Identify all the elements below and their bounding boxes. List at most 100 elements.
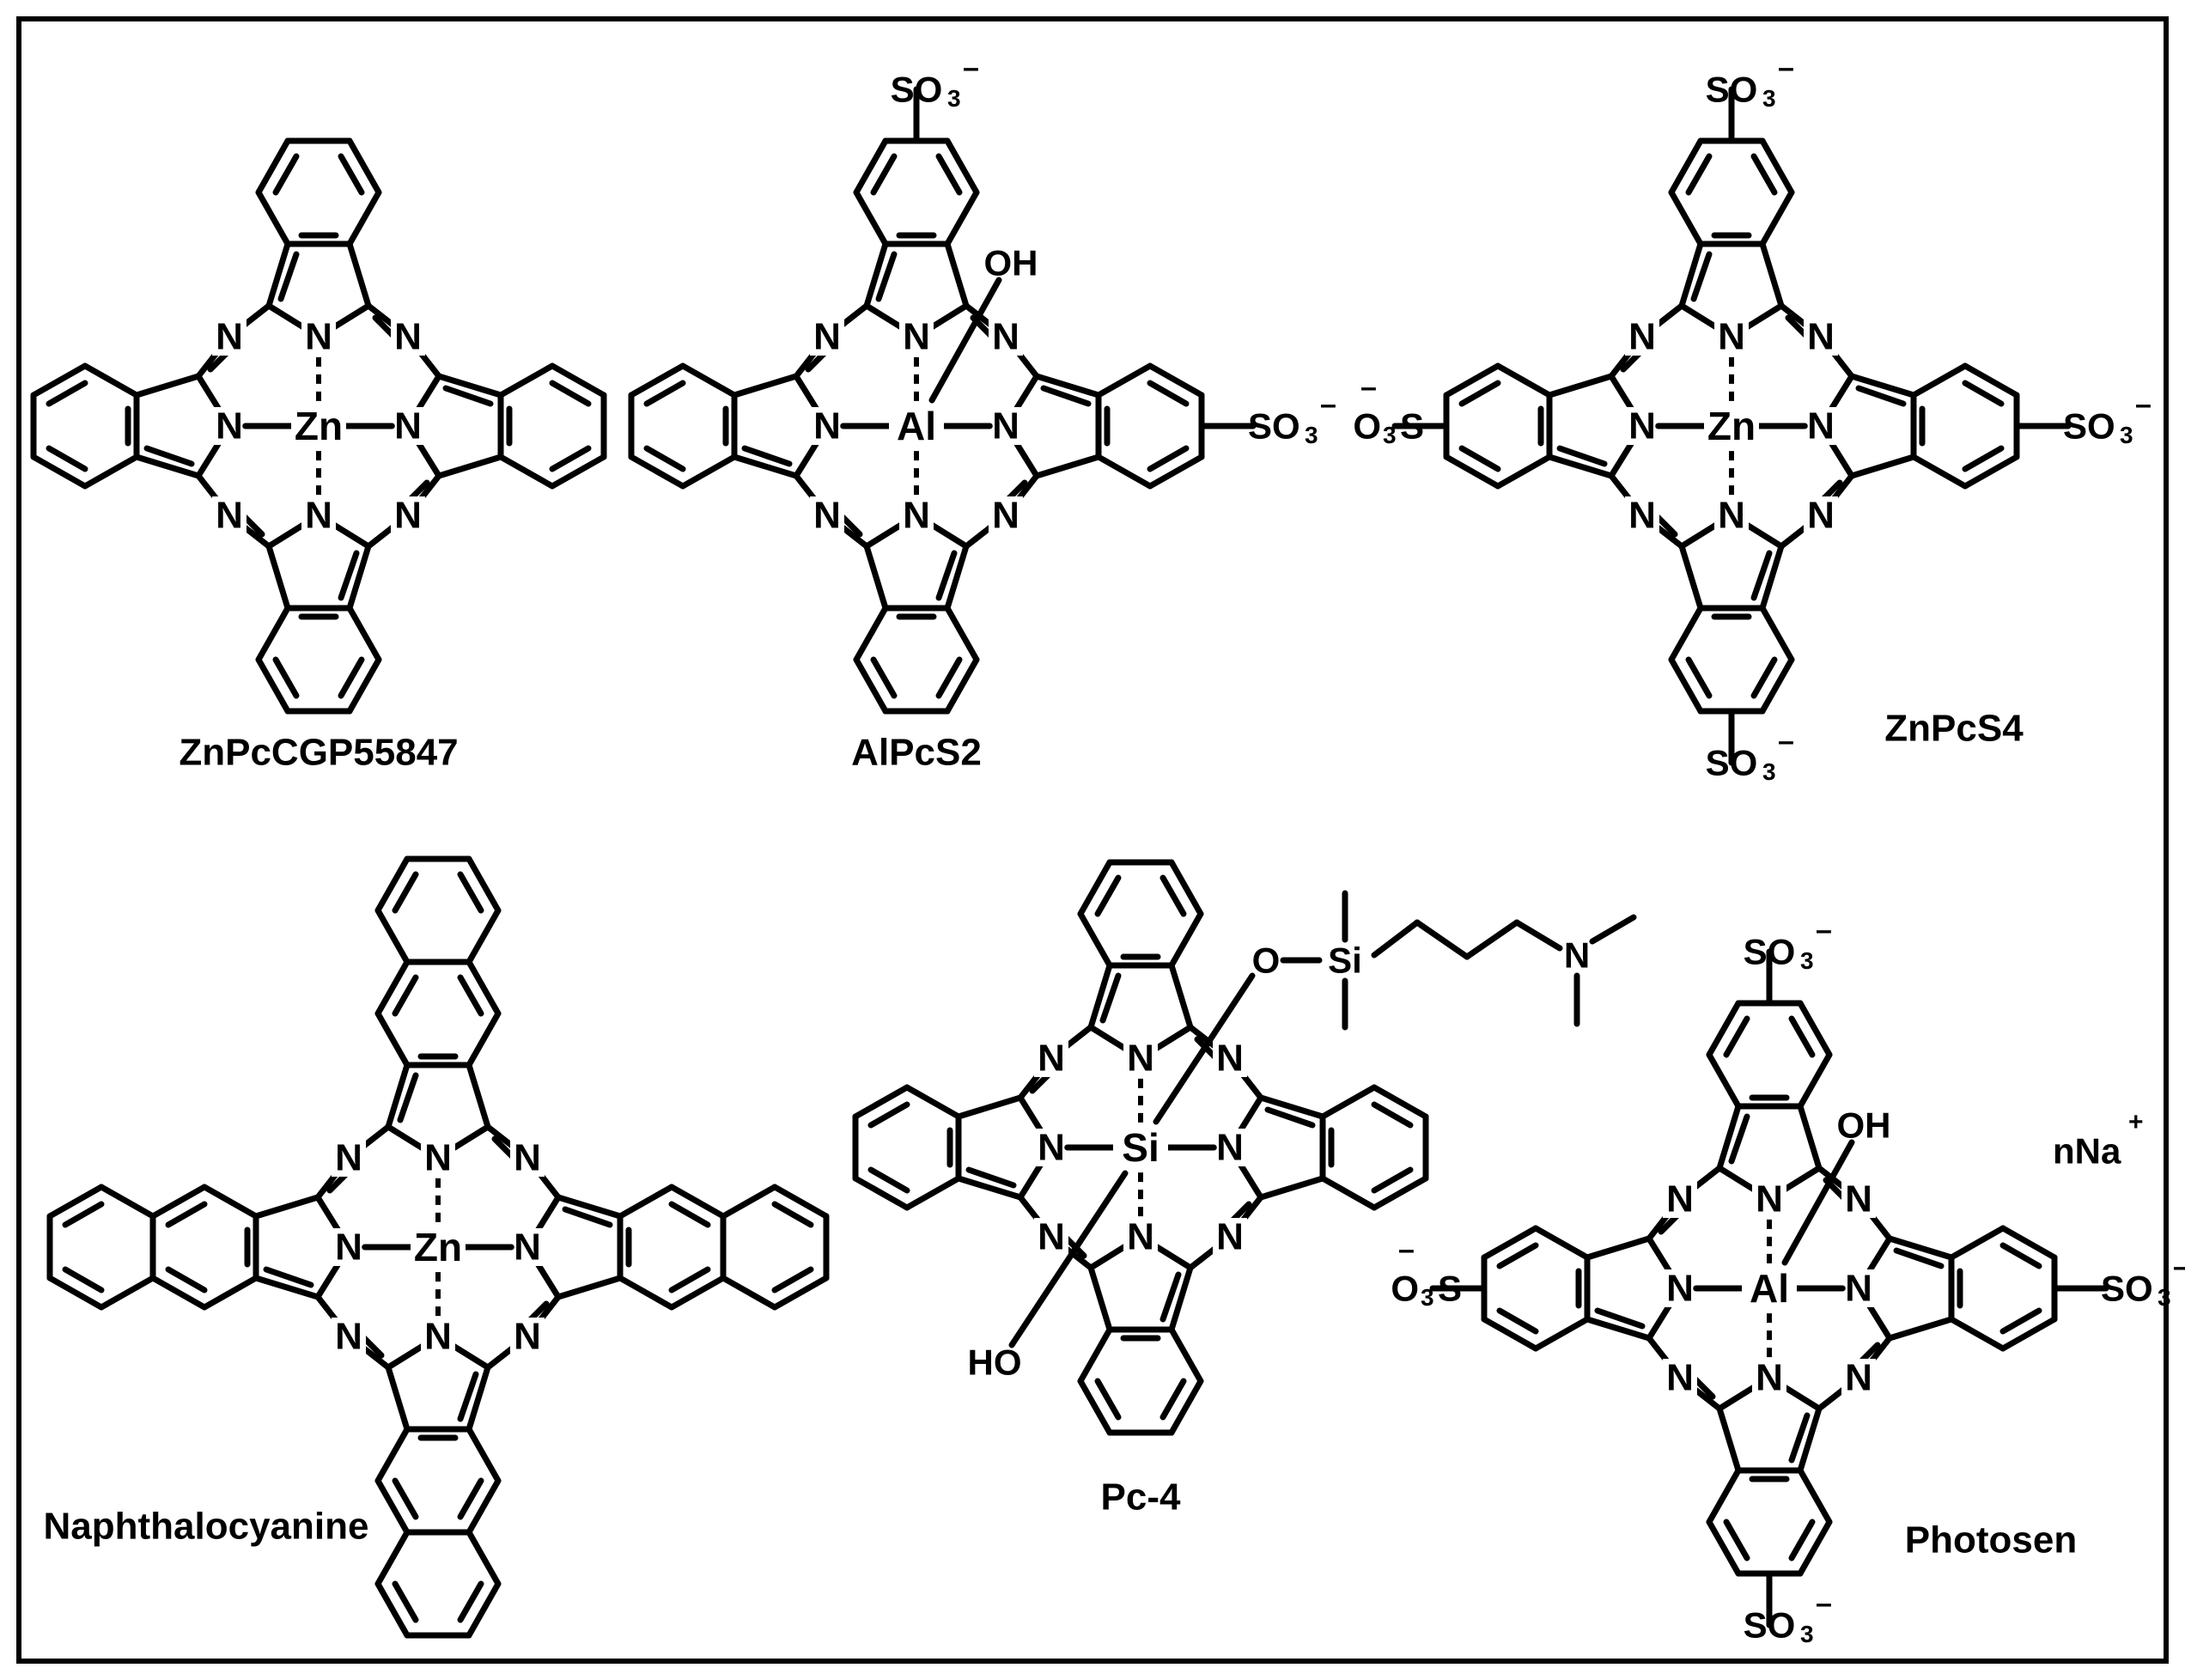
meso-nitrogen: N [1216,1216,1244,1258]
sulfonate-subscript: 3 [1762,758,1776,785]
sulfonate-charge: – [1320,388,1336,421]
ring-bond [1319,1175,1378,1211]
ring-bond [1147,362,1205,399]
label-backdrop [1704,405,1759,447]
ring-bond [497,453,556,490]
label-backdrop [332,1228,366,1266]
ring-bond [466,1426,502,1484]
double-bond [1594,1307,1646,1330]
ring-double-bond [1723,1519,1750,1561]
label-backdrop [989,318,1023,356]
ring-bond [1371,1084,1429,1120]
ring-double-bond [272,656,300,699]
ring-bond [1706,1051,1742,1110]
label-backdrop [421,1139,455,1177]
meso-nitrogen: N [216,495,243,537]
double-bond [397,1072,419,1123]
ring-bond [1443,362,1501,399]
ring-double-bond [1159,1378,1187,1421]
pyrrole-bond [1716,1103,1742,1172]
pyrrole-nitrogen: N [1127,1038,1154,1080]
label-backdrop [899,496,934,534]
propyl-bond [1371,919,1421,959]
ring-double-bond [62,1266,105,1293]
pyrrole-nitrogen: N [903,495,930,537]
ring-bond [1077,1378,1113,1436]
pyrrole-bond [466,1364,491,1433]
pyrrole-nitrogen: N [1807,405,1835,447]
ring-double-bond [1750,153,1778,196]
ring-bond [628,362,686,399]
label-backdrop [1804,407,1838,445]
meso-nitrogen: N [394,316,422,358]
ring-bond [1797,1000,1833,1058]
label-backdrop [1841,1269,1876,1307]
ring-bond [720,1275,778,1311]
pyrrole-bond [1848,373,1917,399]
ring-bond [1481,1225,1539,1261]
ring-double-bond [1723,1015,1750,1058]
pyrrole-bond [1886,1235,1955,1261]
ring-bond [720,1184,778,1220]
central-metal: Zn [1707,404,1756,448]
meso-nitrogen: N [1845,1357,1872,1399]
label-backdrop [510,1139,545,1177]
pyrrole-bond [133,373,202,399]
pyrrole-nitrogen: N [1756,1178,1783,1220]
pyrrole-bond [1678,240,1704,309]
hydroxyl-group: OH [984,243,1038,283]
meso-nitrogen: N [1666,1357,1694,1399]
pyrrole-bond [346,240,372,309]
ring-bond [944,605,980,663]
label-backdrop [1841,1359,1876,1397]
ring-double-bond [1962,445,2005,472]
pyrrole-bond [1168,962,1194,1031]
sulfonate-sulfur: S [1400,406,1424,447]
meso-nitrogen: N [813,316,841,358]
label-backdrop [989,407,1023,445]
ring-double-bond [272,153,300,196]
molecule-name: ZnPcS4 [1884,708,2024,750]
pyrrole-bond [1546,453,1615,479]
label-backdrop [1841,1180,1876,1218]
ring-bond [82,453,140,490]
ring-double-bond [1685,656,1713,699]
sulfonate-subscript: 3 [1305,422,1318,448]
sulfonate-oxygen: O [1353,406,1381,447]
pyrrole-bond [1797,1405,1823,1474]
ring-double-bond [1147,380,1190,407]
label-backdrop [810,318,844,356]
meso-nitrogen: N [992,495,1019,537]
label-backdrop [291,405,346,447]
label-backdrop [1752,1180,1786,1218]
meso-nitrogen: N [1038,1216,1065,1258]
ring-bond [374,1010,411,1068]
ring-double-bond [457,871,484,914]
ring-bond [346,656,382,715]
ring-bond [1443,453,1501,490]
label-backdrop [1123,1218,1158,1256]
ring-bond [944,189,980,247]
pyrrole-nitrogen: N [514,1227,541,1269]
ring-bond [1948,1225,2006,1261]
pyrrole-bond [955,1175,1024,1201]
double-bond [1728,1113,1750,1165]
double-bond [741,445,793,467]
meso-nitrogen: N [1845,1178,1872,1220]
label-backdrop [391,407,425,445]
ring-bond [853,189,889,247]
pyrrole-bond [466,1062,491,1130]
ring-double-bond [668,1266,711,1293]
pyrrole-bond [133,453,202,479]
ring-double-bond [165,1201,208,1228]
ring-bond [1797,1467,1833,1525]
ring-double-bond [46,445,88,472]
pyrrole-nitrogen: N [903,316,930,358]
ring-double-bond [867,1166,910,1194]
sulfonate-subscript: 3 [1800,1621,1814,1647]
ring-bond [201,1275,259,1311]
pyrrole-bond [1033,453,1102,479]
pyrrole-nitrogen: N [335,1227,362,1269]
sulfonate-charge: – [1816,1587,1832,1620]
ring-bond [374,855,411,914]
